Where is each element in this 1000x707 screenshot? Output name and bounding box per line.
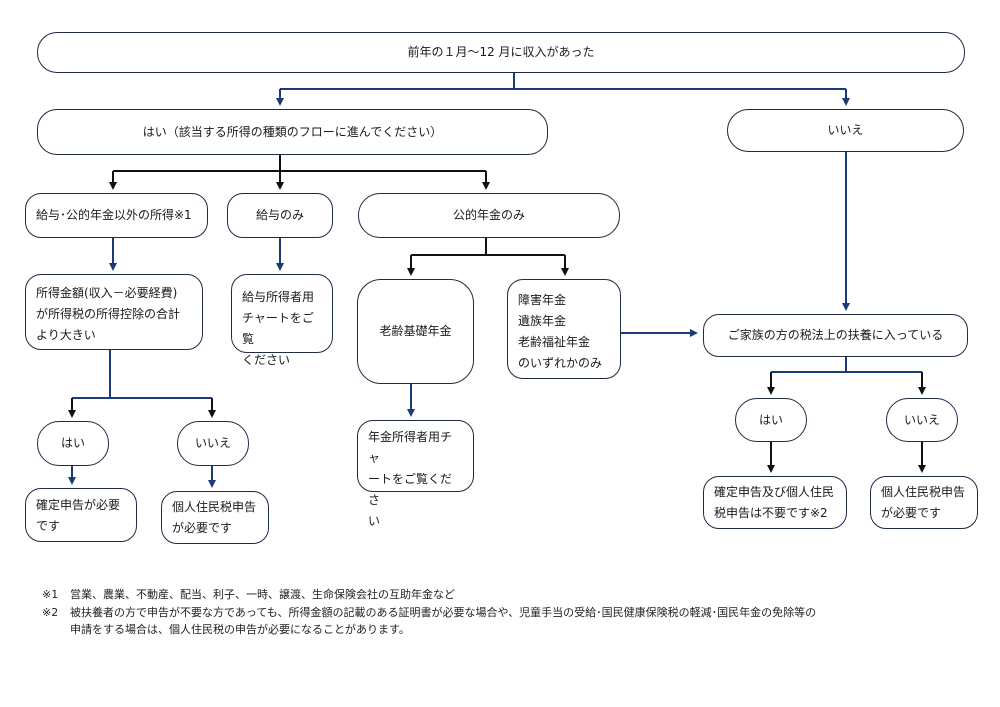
connector-compare-split (72, 350, 212, 399)
node-other-pensions-line-1: 障害年金 (518, 293, 567, 307)
node-yes-left-label: はい (60, 436, 85, 450)
footnote-2-mark: ※2 (42, 605, 59, 619)
footnote-2: ※2 被扶養者の方で申告が不要な方であっても、所得金額の記載のある証明書が必要な… (42, 604, 816, 639)
node-yes-main-label: はい（該当する所得の種類のフローに進んでください） (142, 124, 443, 139)
connector-yes-split (113, 155, 486, 172)
footnote-2-line-2: 申請をする場合は、個人住民税の申告が必要になることがあります。 (70, 623, 410, 637)
node-salary-only-label: 給与のみ (255, 208, 304, 222)
node-old-age-pension-label: 老齢基礎年金 (379, 324, 452, 338)
node-dependent-label: ご家族の方の税法上の扶養に入っている (727, 328, 944, 342)
node-other-pensions: 障害年金 遺族年金 老齢福祉年金 のいずれかのみ (507, 279, 621, 379)
node-income-compare: 所得金額(収入－必要経費) が所得税の所得控除の合計 より大きい (25, 274, 203, 350)
node-resident-tax-needed-left-line-1: 個人住民税申告 (172, 500, 257, 514)
node-tax-return-needed-line-1: 確定申告が必要 (36, 498, 121, 512)
node-salary-chart-line-2: チャートをご覧 (242, 311, 314, 346)
node-other-pensions-line-4: のいずれかのみ (518, 356, 603, 370)
node-no-left: いいえ (177, 421, 249, 466)
footnote-1-text: 営業、農業、不動産、配当、利子、一時、譲渡、生命保険会社の互助年金など (70, 588, 455, 601)
node-no-main-label: いいえ (827, 123, 864, 137)
node-income-compare-line-2: が所得税の所得控除の合計 (36, 307, 181, 321)
node-root-label: 前年の１月～12 月に収入があった (407, 45, 595, 59)
node-not-needed-line-1: 確定申告及び個人住民 (714, 485, 835, 499)
node-no-right-label: いいえ (903, 412, 940, 427)
node-tax-return-needed: 確定申告が必要 です (25, 488, 137, 542)
node-resident-tax-needed-right-line-2: が必要です (881, 506, 942, 520)
node-salary-chart: 給与所得者用 チャートをご覧 ください (231, 274, 333, 367)
node-salary-only: 給与のみ (227, 193, 333, 238)
node-old-age-pension: 老齢基礎年金 (357, 279, 474, 384)
footnote-1: ※1 営業、農業、不動産、配当、利子、一時、譲渡、生命保険会社の互助年金など (42, 586, 816, 604)
node-yes-right: はい (735, 398, 807, 442)
node-resident-tax-needed-left-line-2: が必要です (172, 521, 233, 535)
node-pension-chart-line-1: 年金所得者用チャ (368, 430, 453, 465)
node-resident-tax-needed-right: 個人住民税申告 が必要です (870, 476, 978, 529)
node-no-main: いいえ (727, 109, 964, 152)
node-tax-return-needed-line-2: です (36, 519, 61, 533)
node-income-compare-line-1: 所得金額(収入－必要経費) (36, 286, 178, 300)
node-yes-left: はい (37, 421, 109, 466)
node-no-left-label: いいえ (194, 436, 231, 450)
node-other-income: 給与･公的年金以外の所得※1 (25, 193, 208, 238)
node-pension-chart: 年金所得者用チャ ートをご覧くださ い (357, 420, 474, 528)
node-resident-tax-needed-left: 個人住民税申告 が必要です (161, 491, 269, 544)
node-pension-only: 公的年金のみ (358, 193, 620, 238)
connector-dependent-split (771, 357, 922, 373)
node-no-right: いいえ (886, 398, 958, 442)
connector-pension-split (411, 238, 565, 256)
node-not-needed: 確定申告及び個人住民 税申告は不要です※2 (703, 476, 847, 529)
node-other-income-label: 給与･公的年金以外の所得※1 (36, 208, 192, 222)
node-root: 前年の１月～12 月に収入があった (37, 32, 965, 73)
footnote-2-line-1: 被扶養者の方で申告が不要な方であっても、所得金額の記載のある証明書が必要な場合や… (70, 605, 817, 619)
node-pension-chart-line-3: い (368, 514, 381, 528)
node-pension-chart-line-2: ートをご覧くださ (368, 472, 453, 507)
node-pension-only-label: 公的年金のみ (452, 208, 525, 222)
node-other-pensions-line-3: 老齢福祉年金 (518, 335, 591, 349)
footnotes: ※1 営業、農業、不動産、配当、利子、一時、譲渡、生命保険会社の互助年金など ※… (42, 586, 816, 639)
node-salary-chart-line-1: 給与所得者用 (242, 290, 315, 304)
node-yes-main: はい（該当する所得の種類のフローに進んでください） (37, 109, 548, 155)
node-salary-chart-line-3: ください (242, 353, 291, 367)
node-other-pensions-line-2: 遺族年金 (518, 314, 567, 328)
footnote-1-mark: ※1 (42, 588, 59, 601)
node-dependent: ご家族の方の税法上の扶養に入っている (703, 314, 968, 357)
node-not-needed-line-2: 税申告は不要です※2 (714, 506, 828, 520)
node-resident-tax-needed-right-line-1: 個人住民税申告 (881, 485, 966, 499)
node-income-compare-line-3: より大きい (36, 328, 96, 342)
connector-root-split (280, 73, 846, 90)
node-yes-right-label: はい (758, 412, 783, 427)
